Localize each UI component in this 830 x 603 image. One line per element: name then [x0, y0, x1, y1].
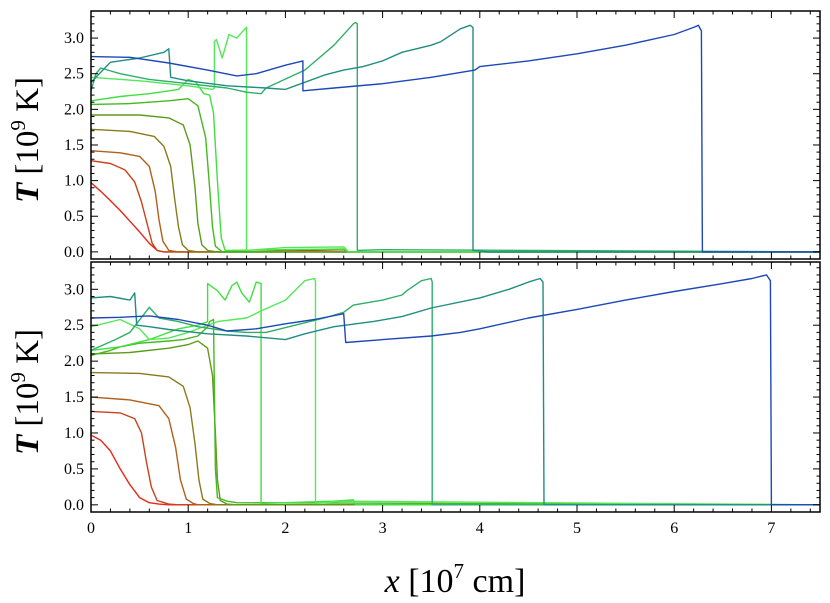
top-y-axis-title-exp: 9 — [6, 120, 30, 131]
x-axis-title-close: cm] — [464, 563, 525, 600]
bottom-series-line-11 — [91, 274, 820, 506]
top-series-line-6 — [91, 97, 820, 253]
top-series-line-11 — [91, 24, 820, 253]
bottom-x-tick-label: 1 — [184, 520, 192, 537]
top-y-tick-label: 1.5 — [64, 137, 84, 154]
bottom-x-tick-label: 5 — [573, 520, 581, 537]
bottom-y-tick-label: 1.0 — [64, 425, 84, 442]
top-series-line-1 — [91, 182, 820, 253]
bottom-x-tick-label: 6 — [670, 520, 678, 537]
bottom-series-group — [91, 274, 820, 506]
bottom-x-tick-label: 7 — [767, 520, 775, 537]
bottom-series-line-9 — [91, 277, 820, 506]
bottom-y-tick-label: 2.0 — [64, 353, 84, 370]
bottom-y-axis-title: T [109 K] — [6, 329, 46, 455]
bottom-y-axis-title-exp: 9 — [6, 372, 30, 383]
bottom-x-tick-label: 2 — [281, 520, 289, 537]
top-y-axis-title: T [109 K] — [6, 77, 46, 203]
top-y-tick-label: 0.0 — [64, 244, 84, 261]
top-series-group — [91, 21, 820, 253]
top-y-tick-label: 3.0 — [64, 30, 84, 47]
bottom-series-line-4 — [91, 371, 820, 506]
bottom-x-tick-label: 0 — [87, 520, 95, 537]
bottom-series-line-5 — [91, 340, 820, 506]
bottom-series-line-6 — [91, 318, 820, 506]
top-series-line-9 — [91, 21, 820, 253]
top-y-tick-label: 2.0 — [64, 101, 84, 118]
top-panel: 0.0 0.5 1.0 1.5 2.0 2.5 3.0 T [109 K] — [6, 10, 821, 261]
bottom-series-line-1 — [91, 434, 820, 506]
top-y-axis-title-var: T — [10, 181, 46, 203]
top-series-line-7 — [91, 78, 820, 253]
bottom-series-line-3 — [91, 396, 820, 506]
top-series-line-8 — [91, 26, 820, 253]
top-series-line-3 — [91, 150, 820, 253]
bottom-ticks: 0.0 0.5 1.0 1.5 2.0 2.5 3.0 0 1 2 3 4 5 6 7 — [64, 262, 820, 537]
top-ticks: 0.0 0.5 1.0 1.5 2.0 2.5 3.0 — [64, 11, 820, 261]
bottom-y-axis-title-close: K] — [10, 329, 46, 372]
top-series-line-10 — [91, 24, 820, 253]
bottom-y-axis-title-open: [10 — [10, 383, 46, 435]
x-axis-title-exp: 7 — [454, 559, 465, 583]
bottom-y-tick-label: 2.5 — [64, 317, 84, 334]
top-series-line-5 — [91, 114, 820, 253]
top-series-line-4 — [91, 128, 820, 253]
bottom-y-tick-label: 0.0 — [64, 497, 84, 514]
bottom-plot-frame — [90, 261, 821, 513]
top-y-axis-title-close: K] — [10, 77, 46, 120]
bottom-series-line-7 — [91, 281, 820, 506]
top-y-tick-label: 2.5 — [64, 66, 84, 83]
bottom-y-axis-title-var: T — [10, 433, 46, 455]
bottom-series-line-10 — [91, 277, 820, 506]
top-plot-frame — [90, 10, 821, 260]
bottom-y-tick-label: 1.5 — [64, 389, 84, 406]
x-axis-title-var: x — [384, 563, 400, 600]
top-series-line-2 — [91, 160, 820, 253]
bottom-x-tick-label: 4 — [476, 520, 484, 537]
x-axis-title: x [107 cm] — [384, 559, 526, 600]
top-y-tick-label: 0.5 — [64, 208, 84, 225]
bottom-y-tick-label: 3.0 — [64, 281, 84, 298]
top-y-axis-title-open: [10 — [10, 131, 46, 183]
bottom-y-tick-label: 0.5 — [64, 461, 84, 478]
bottom-series-line-2 — [91, 410, 820, 506]
top-y-tick-label: 1.0 — [64, 173, 84, 190]
x-axis-title-open: [10 — [400, 563, 454, 600]
bottom-x-tick-label: 3 — [379, 520, 387, 537]
bottom-series-line-8 — [91, 277, 820, 506]
